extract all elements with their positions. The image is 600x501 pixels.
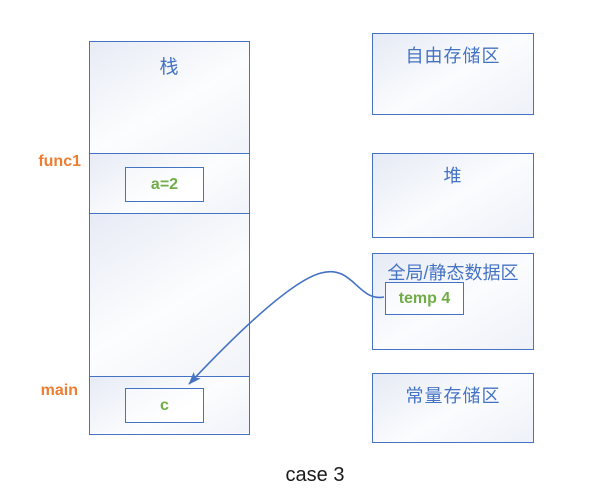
region-global-static-title: 全局/静态数据区 (387, 263, 519, 283)
stack-frame-func1: a=2 (90, 153, 249, 213)
frame-label-func1: func1 (38, 153, 81, 170)
variable-box-temp4: temp 4 (385, 282, 464, 315)
caption: case 3 (285, 464, 345, 486)
stack-frame-main: c (90, 376, 249, 433)
region-global-static: 全局/静态数据区 temp 4 (372, 253, 534, 350)
region-free-store: 自由存储区 (372, 33, 534, 115)
variable-temp4-value: temp 4 (398, 289, 451, 307)
stack-title-section: 栈 (90, 42, 249, 153)
variable-c-value: c (160, 396, 169, 414)
region-const-store: 常量存储区 (372, 373, 534, 443)
stack-title: 栈 (159, 57, 180, 78)
region-free-store-title: 自由存储区 (405, 46, 501, 66)
stack-empty-section (90, 213, 249, 376)
region-const-store-title: 常量存储区 (405, 386, 501, 406)
variable-box-a: a=2 (125, 167, 204, 202)
variable-a-value: a=2 (150, 175, 179, 193)
region-heap-title: 堆 (443, 166, 463, 186)
variable-box-c: c (125, 388, 204, 423)
stack-box: 栈 a=2 c (89, 41, 250, 435)
region-heap: 堆 (372, 153, 534, 238)
frame-label-main: main (40, 382, 78, 399)
